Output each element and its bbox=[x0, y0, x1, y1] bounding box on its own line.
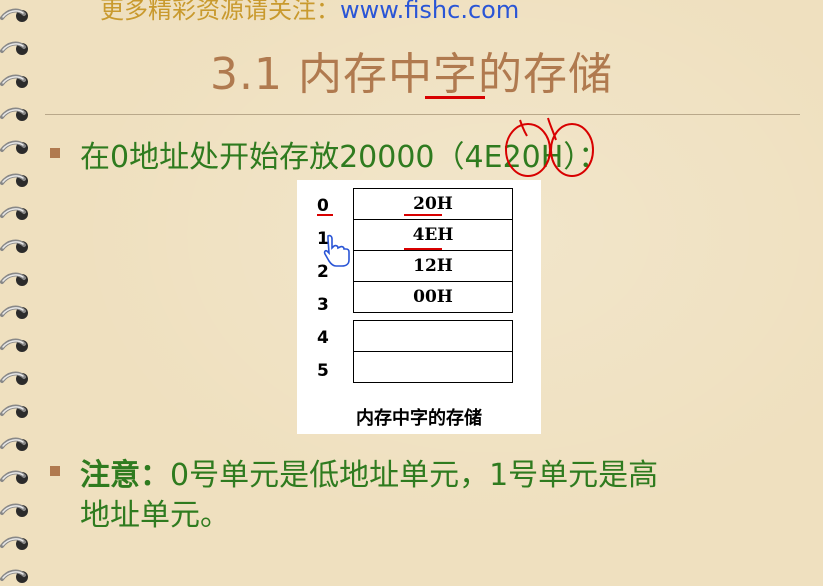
address-label: 2 bbox=[317, 262, 329, 282]
hand-pointer-cursor-icon bbox=[323, 234, 350, 267]
address-label: 5 bbox=[317, 361, 329, 381]
spiral-ring-icon bbox=[0, 437, 28, 451]
address-label: 4 bbox=[317, 328, 329, 348]
note-text-1: 0号单元是低地址单元，1号单元是高 bbox=[170, 458, 659, 493]
spiral-ring-icon bbox=[0, 206, 28, 220]
spiral-ring-icon bbox=[0, 107, 28, 121]
spiral-ring-icon bbox=[0, 371, 28, 385]
address-label: 3 bbox=[317, 295, 329, 315]
spiral-ring-icon bbox=[0, 503, 28, 517]
memory-cell: 12H bbox=[353, 250, 513, 282]
memory-cell: 20H bbox=[353, 188, 513, 220]
spiral-binding-icon bbox=[0, 8, 28, 583]
note-label: 注意： bbox=[80, 458, 170, 493]
memory-cell: 00H bbox=[353, 281, 513, 313]
banner-prefix: 更多精彩资源请关注： bbox=[100, 0, 340, 24]
spiral-ring-icon bbox=[0, 8, 28, 22]
note-line-2: 地址单元。 bbox=[80, 498, 230, 533]
memory-cell: 4EH bbox=[353, 219, 513, 251]
figure-caption: 内存中字的存储 bbox=[356, 408, 482, 429]
spiral-ring-icon bbox=[0, 338, 28, 352]
note-line-1: 注意：0号单元是低地址单元，1号单元是高 bbox=[80, 450, 658, 494]
spiral-ring-icon bbox=[0, 239, 28, 253]
address-label: 1 bbox=[317, 229, 329, 249]
memory-figure: 0 1 2 3 4 5 20H 4EH 12H 00H 内存中字的存储 bbox=[297, 180, 541, 434]
spiral-ring-icon bbox=[0, 173, 28, 187]
spiral-ring-icon bbox=[0, 272, 28, 286]
spiral-ring-icon bbox=[0, 404, 28, 418]
slide-title: 3.1 内存中字的存储 bbox=[210, 49, 613, 100]
spiral-ring-icon bbox=[0, 536, 28, 550]
square-bullet-icon bbox=[50, 466, 60, 476]
divider bbox=[45, 114, 800, 115]
banner-url[interactable]: www.fishc.com bbox=[340, 0, 520, 24]
address-label: 0 bbox=[317, 196, 329, 216]
memory-cell bbox=[353, 351, 513, 383]
square-bullet-icon bbox=[50, 148, 60, 158]
memory-cell bbox=[353, 320, 513, 352]
spiral-ring-icon bbox=[0, 470, 28, 484]
spiral-ring-icon bbox=[0, 305, 28, 319]
banner: 更多精彩资源请关注：www.fishc.com bbox=[100, 0, 740, 24]
spiral-ring-icon bbox=[0, 41, 28, 55]
title-underline-annotation bbox=[425, 96, 485, 99]
bullet-line-1: 在0地址处开始存放20000（4E20H）： bbox=[80, 140, 609, 175]
spiral-ring-icon bbox=[0, 569, 28, 583]
spiral-ring-icon bbox=[0, 140, 28, 154]
spiral-ring-icon bbox=[0, 74, 28, 88]
